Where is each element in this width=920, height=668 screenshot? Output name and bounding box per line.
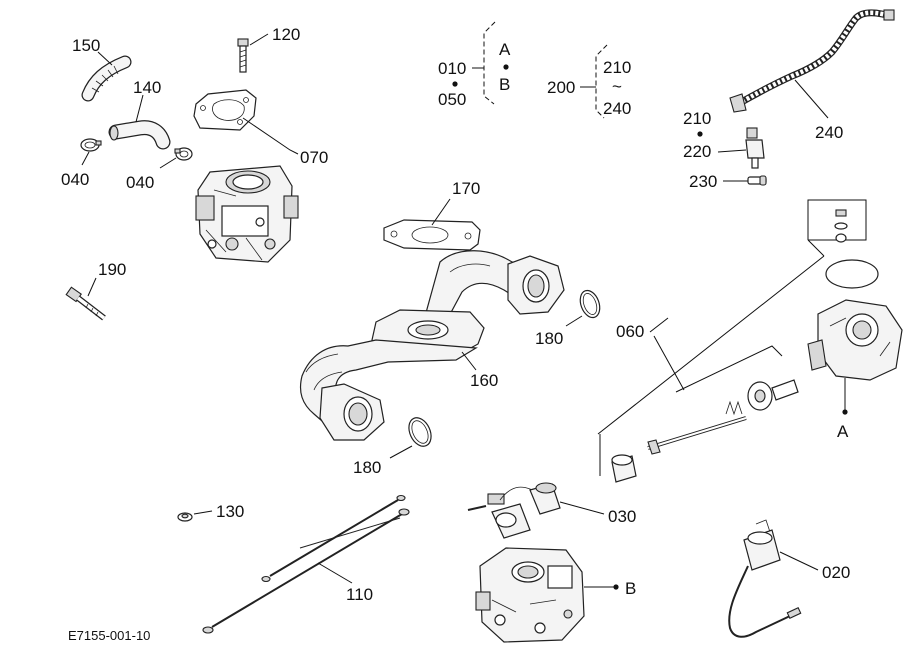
callout-170: 170 xyxy=(452,179,480,198)
leader-130 xyxy=(193,510,213,515)
intake-manifold-icon xyxy=(299,250,565,441)
carburetor-body-icon xyxy=(475,547,585,643)
leader-120 xyxy=(249,33,269,46)
callout-180-lower: 180 xyxy=(353,458,381,477)
callout-150: 150 xyxy=(72,36,100,55)
dot-b-ref xyxy=(613,584,619,590)
leader-190 xyxy=(87,277,97,297)
pin-230-icon xyxy=(747,175,767,186)
leader-180a xyxy=(565,315,583,327)
callout-040-right: 040 xyxy=(126,173,154,192)
callout-120: 120 xyxy=(272,25,300,44)
reference-key-200: 200 210 ~ 240 xyxy=(547,44,631,119)
figure-code: E7155-001-10 xyxy=(68,628,150,643)
ref-a-bottom: A xyxy=(837,422,849,441)
leader-170 xyxy=(431,198,451,226)
fitting-220-icon xyxy=(745,127,765,169)
callout-060: 060 xyxy=(616,322,644,341)
sensor-020-icon xyxy=(728,519,802,638)
callout-240: 240 xyxy=(815,123,843,142)
gasket-070-icon xyxy=(193,89,257,131)
carburetor-icon xyxy=(195,165,299,263)
callout-110: 110 xyxy=(346,585,373,604)
nut-130-icon xyxy=(177,512,193,522)
leader-240 xyxy=(794,79,829,119)
callout-010: 010 xyxy=(438,59,466,78)
ref-a-top: A xyxy=(499,40,511,59)
range-240: 240 xyxy=(603,99,631,118)
leader-160 xyxy=(461,351,477,371)
callout-140: 140 xyxy=(133,78,161,97)
callout-200: 200 xyxy=(547,78,575,97)
callout-020: 020 xyxy=(822,563,850,582)
leader-110 xyxy=(317,562,353,584)
leader-220 xyxy=(717,149,747,153)
ref-b-top: B xyxy=(499,75,510,94)
float-chamber-group-060 xyxy=(597,199,903,483)
o-ring-180-icon xyxy=(408,417,432,447)
callout-130: 130 xyxy=(216,502,244,521)
callout-190: 190 xyxy=(98,260,126,279)
leader-040b xyxy=(159,157,177,169)
dot-210 xyxy=(697,131,703,137)
clamp-040-icon xyxy=(174,147,193,161)
fuel-pipe-icon xyxy=(729,9,895,113)
callout-210: 210 xyxy=(683,109,711,128)
bolt-190-icon xyxy=(65,286,106,321)
callout-070: 070 xyxy=(300,148,328,167)
callout-230: 230 xyxy=(689,172,717,191)
cable-110-icon xyxy=(202,494,410,634)
solenoid-030-icon xyxy=(467,482,561,539)
elbow-hose-140-icon xyxy=(108,120,171,150)
leader-140 xyxy=(135,94,144,123)
leader-180b xyxy=(389,445,413,459)
range-210: 210 xyxy=(603,58,631,77)
callout-220: 220 xyxy=(683,142,711,161)
bolt-120-icon xyxy=(237,38,249,73)
ref-b-bottom: B xyxy=(625,579,636,598)
leader-040a xyxy=(81,151,90,166)
gasket-170-icon xyxy=(383,219,481,251)
callout-160: 160 xyxy=(470,371,498,390)
callout-180-upper: 180 xyxy=(535,329,563,348)
callout-050: 050 xyxy=(438,90,466,109)
leader-070 xyxy=(242,117,299,155)
range-tilde: ~ xyxy=(612,77,622,96)
leader-150 xyxy=(97,51,113,66)
hose-150-icon xyxy=(81,55,132,102)
float-chamber-icon xyxy=(807,299,903,381)
leader-020 xyxy=(779,551,819,571)
callout-040-left: 040 xyxy=(61,170,89,189)
callout-030: 030 xyxy=(608,507,636,526)
leader-030 xyxy=(559,501,605,515)
dot-a-ref xyxy=(842,409,848,415)
o-ring-180-icon xyxy=(579,289,601,319)
clamp-040-icon xyxy=(80,138,102,152)
reference-key-010-050: 010 050 A B xyxy=(438,21,511,109)
